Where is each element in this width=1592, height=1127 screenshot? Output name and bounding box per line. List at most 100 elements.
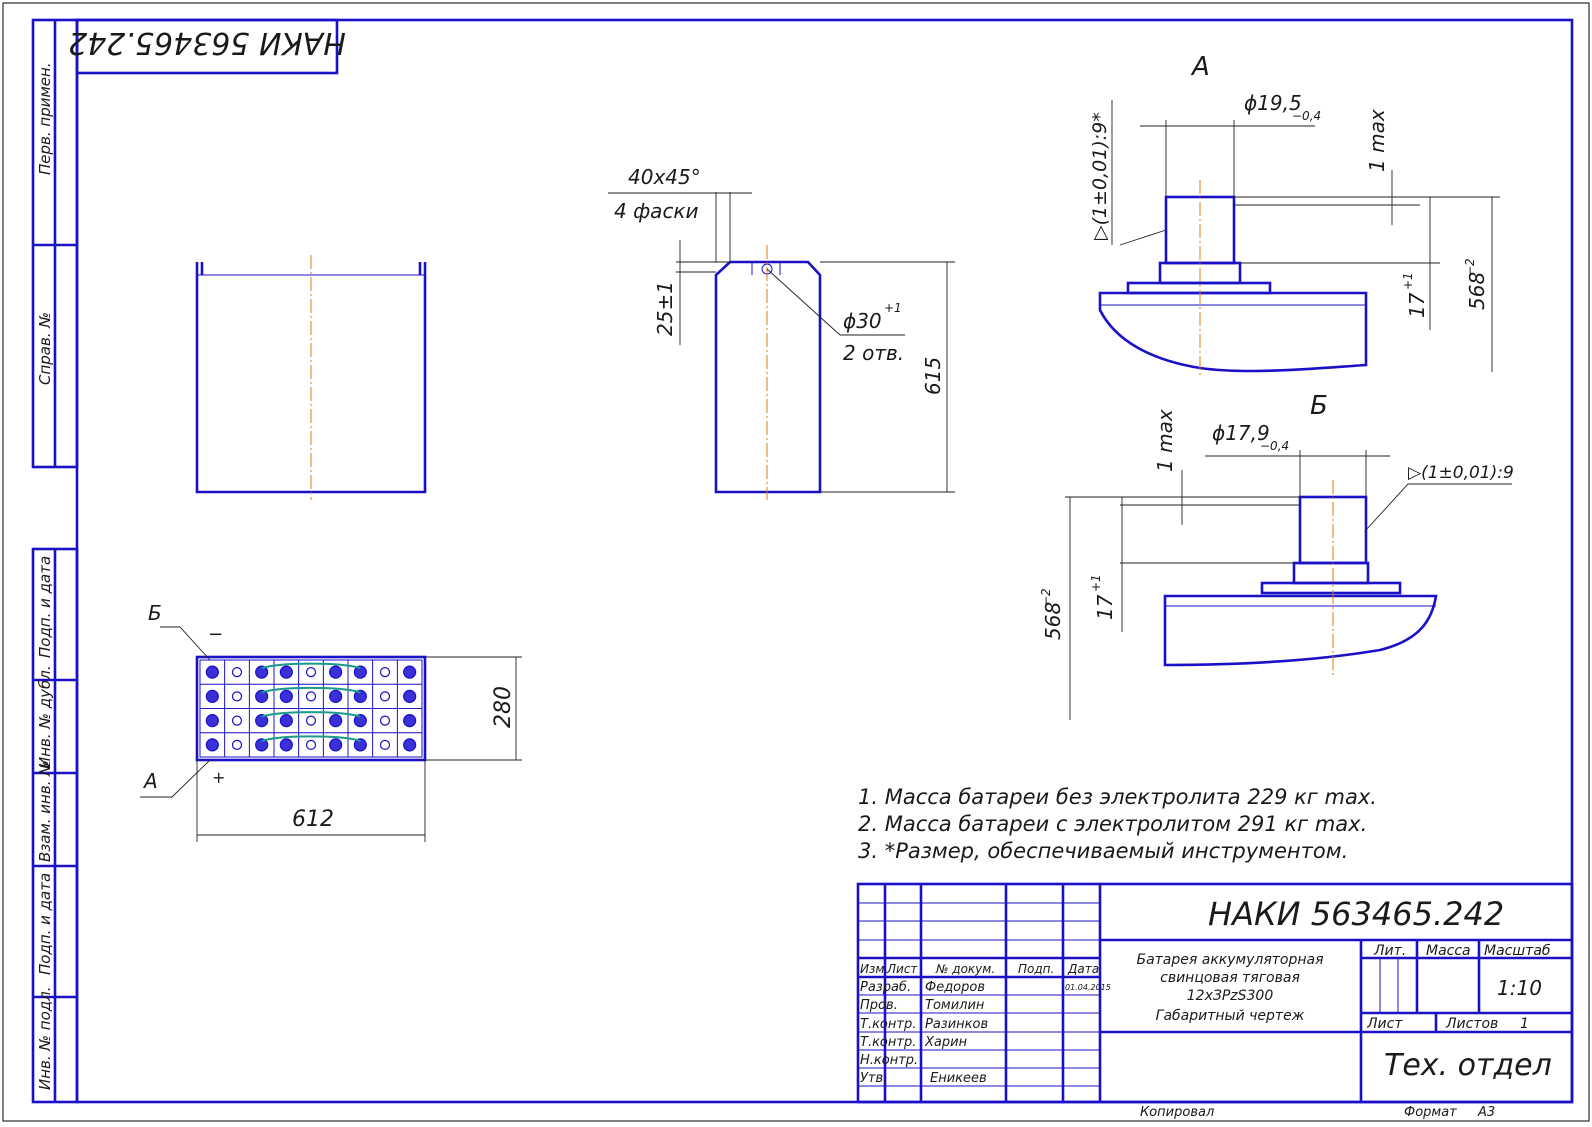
cell-terminal bbox=[329, 665, 343, 679]
cell-terminal bbox=[329, 738, 343, 752]
view-B: Б ϕ17,9 −0,4 1 max 17 +1 568 −2 ▷(1±0,01… bbox=[1039, 391, 1514, 720]
title-line-3: 12хЗPzS300 bbox=[1187, 988, 1274, 1004]
row-name: Федоров bbox=[925, 980, 985, 995]
cell-terminal bbox=[279, 665, 293, 679]
note-2: 2. Масса батареи с электролитом 291 кг m… bbox=[858, 812, 1367, 836]
title-line-1: Батарея аккумуляторная bbox=[1136, 952, 1323, 968]
cell-terminal bbox=[231, 715, 243, 726]
scale-label: Масштаб bbox=[1484, 943, 1551, 959]
cell-terminal bbox=[329, 714, 343, 728]
cell-terminal bbox=[205, 689, 219, 703]
cell-outline bbox=[372, 683, 398, 709]
dim-d179: ϕ17,9 bbox=[1212, 421, 1270, 445]
cell-outline bbox=[396, 732, 423, 758]
side-label-inv-dubl: Инв. № дубл. bbox=[36, 665, 54, 768]
cell-terminal bbox=[403, 738, 417, 752]
cell-terminal bbox=[379, 691, 391, 702]
row-name: Томилин bbox=[925, 998, 985, 1013]
row-role: Т.контр. bbox=[860, 1017, 916, 1032]
department: Тех. отдел bbox=[1384, 1048, 1552, 1083]
side-label-sprav: Справ. № bbox=[36, 312, 54, 385]
dim-chamfer: 40х45° bbox=[628, 165, 701, 189]
cell-terminal bbox=[403, 689, 417, 703]
cell-terminal bbox=[205, 738, 219, 752]
dim-hole-tol: +1 bbox=[884, 301, 902, 315]
cell-terminal bbox=[231, 691, 243, 702]
sheet-label: Лист bbox=[1366, 1016, 1403, 1032]
cell-terminal bbox=[205, 714, 219, 728]
cell-terminal bbox=[379, 715, 391, 726]
cell-terminal bbox=[305, 715, 317, 726]
scale-value: 1:10 bbox=[1497, 976, 1542, 1000]
side-label-podp-1: Подп. и дата bbox=[36, 556, 54, 658]
cell-terminal bbox=[379, 667, 391, 678]
sheets-label: Листов bbox=[1445, 1016, 1498, 1032]
cell-terminal bbox=[403, 665, 417, 679]
hdr-podp: Подп. bbox=[1018, 962, 1054, 976]
cell-connector bbox=[261, 686, 361, 694]
dim-568-B-tol: −2 bbox=[1039, 588, 1053, 606]
label-B-top: Б bbox=[148, 601, 162, 625]
view-B-title: Б bbox=[1310, 391, 1328, 421]
dim-17-A-tol: +1 bbox=[1401, 272, 1415, 290]
title-line-4: Габаритный чертеж bbox=[1156, 1008, 1305, 1024]
view-A-title: А bbox=[1190, 52, 1210, 82]
dim-17-A: 17 bbox=[1405, 292, 1429, 318]
title-line-2: свинцовая тяговая bbox=[1160, 970, 1300, 986]
rotated-doc-number-box: НАКИ 563465.242 bbox=[68, 18, 346, 75]
hdr-list: Лист bbox=[886, 962, 918, 976]
format-label: Формат bbox=[1404, 1105, 1457, 1120]
taper-A: ▷(1±0,01):9* bbox=[1089, 112, 1111, 240]
cell-terminal bbox=[255, 665, 269, 679]
dim-568-A: 568 bbox=[1465, 272, 1489, 310]
taper-B: ▷(1±0,01):9 bbox=[1408, 463, 1514, 483]
lit-label: Лит. bbox=[1373, 943, 1406, 959]
cell-terminal bbox=[305, 739, 317, 750]
side-label-inv-podl: Инв. № подл. bbox=[36, 987, 54, 1090]
side-view: 40х45° 4 фаски 25±1 ϕ30 +1 2 отв. 615 bbox=[608, 165, 955, 500]
cell-terminal bbox=[279, 738, 293, 752]
title-block: НАКИ 563465.242 Батарея аккумуляторная с… bbox=[856, 882, 1574, 1104]
cell-terminal bbox=[255, 714, 269, 728]
row-name: Разинков bbox=[925, 1017, 988, 1032]
side-strip: Перв. примен. Справ. № Подп. и дата Инв.… bbox=[31, 18, 79, 1104]
hdr-izm: Изм. bbox=[860, 962, 888, 976]
cell-terminal bbox=[379, 739, 391, 750]
dim-d195-tol: −0,4 bbox=[1292, 109, 1321, 123]
cell-connector bbox=[261, 662, 361, 670]
dim-hole-note: 2 отв. bbox=[843, 341, 904, 365]
row-role: Н.контр. bbox=[860, 1053, 918, 1068]
dim-280: 280 bbox=[491, 686, 516, 728]
cell-outline bbox=[224, 732, 250, 758]
row-role: Т.контр. bbox=[860, 1035, 916, 1050]
sheets-value: 1 bbox=[1520, 1016, 1529, 1032]
note-1: 1. Масса батареи без электролита 229 кг … bbox=[858, 785, 1377, 809]
signature-rows: Разраб. Федоров 01.04.2015 Пров. Томилин… bbox=[860, 980, 1111, 1086]
cell-terminal bbox=[231, 739, 243, 750]
side-label-perv: Перв. примен. bbox=[36, 62, 54, 175]
cell-connector bbox=[261, 735, 361, 742]
cell-outline bbox=[224, 683, 250, 709]
row-role: Утв. bbox=[860, 1071, 887, 1086]
cell-terminal bbox=[329, 689, 343, 703]
cell-connector bbox=[261, 711, 361, 718]
dim-25: 25±1 bbox=[653, 281, 677, 336]
row-name: Харин bbox=[924, 1035, 968, 1050]
terminal-plus: + bbox=[212, 768, 225, 787]
note-3: 3. *Размер, обеспечиваемый инструментом. bbox=[858, 839, 1348, 863]
cell-terminal bbox=[353, 665, 367, 679]
notes: 1. Масса батареи без электролита 229 кг … bbox=[858, 785, 1377, 863]
cell-terminal bbox=[353, 689, 367, 703]
top-view: Б А − + 612 280 bbox=[140, 601, 522, 842]
cell-terminal bbox=[255, 738, 269, 752]
cell-terminal bbox=[279, 714, 293, 728]
cell-outline bbox=[372, 732, 398, 758]
dim-d195: ϕ19,5 bbox=[1244, 91, 1302, 115]
dim-568-A-tol: −2 bbox=[1463, 258, 1477, 276]
terminal-minus: − bbox=[208, 624, 223, 645]
copied-label: Копировал bbox=[1140, 1105, 1214, 1120]
dim-chamfer-note: 4 фаски bbox=[614, 199, 699, 223]
cell-outline bbox=[224, 659, 250, 685]
dim-612: 612 bbox=[292, 807, 334, 832]
